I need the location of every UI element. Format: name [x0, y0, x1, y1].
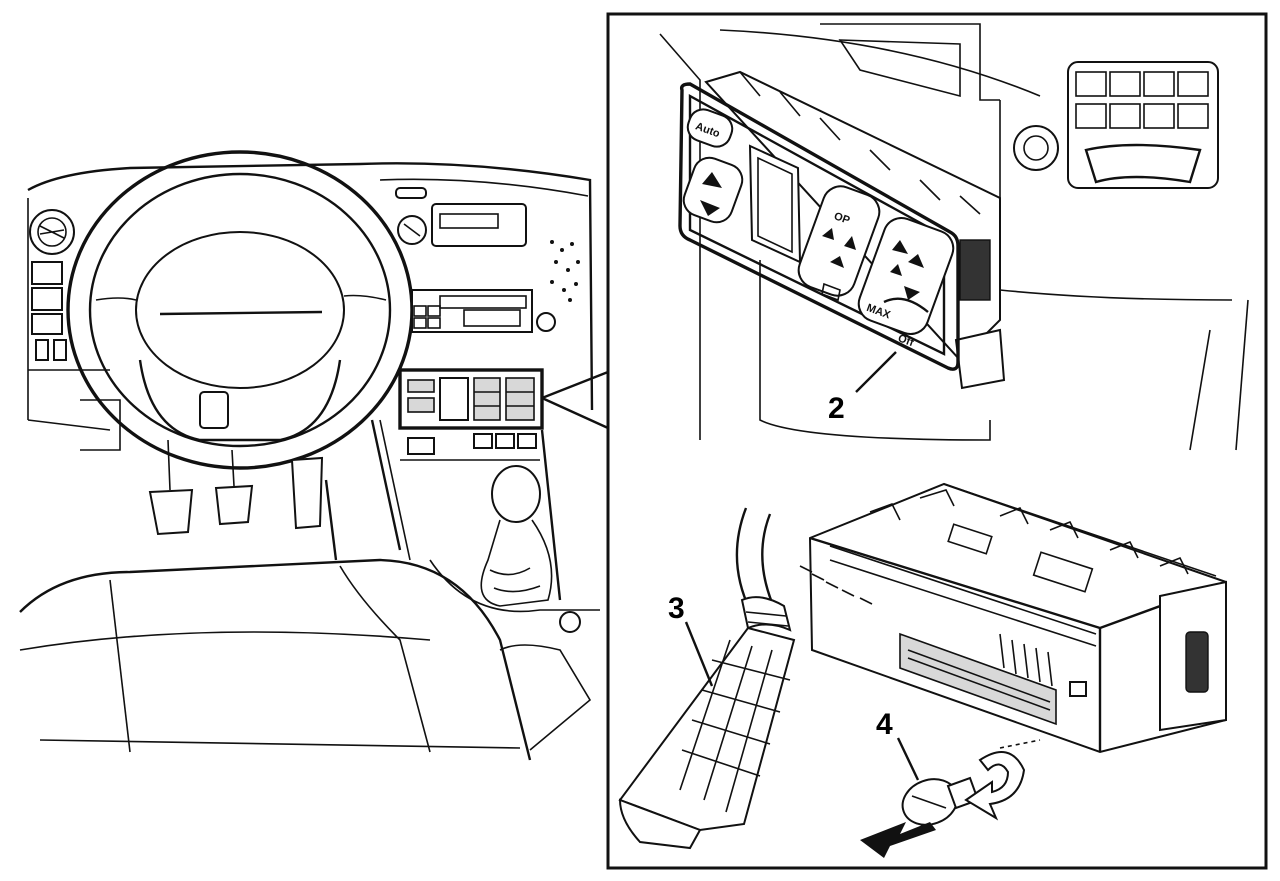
gear-shifter	[429, 465, 600, 751]
left-switch-column	[31, 261, 67, 361]
inset-vent-knob	[1013, 125, 1059, 171]
detail-inset: Auto OP MAX Off 2	[606, 12, 1268, 870]
inset-vent-grid	[1067, 61, 1219, 189]
callout-4-leader	[896, 737, 920, 781]
lower-left-panel	[80, 399, 121, 451]
zoom-indicator-lines	[541, 370, 609, 430]
rotation-arrow-icon	[964, 751, 1026, 821]
wiring-harness	[735, 507, 792, 632]
svg-text:OP: OP	[832, 210, 851, 227]
callout-2: 2	[828, 392, 845, 425]
callout-4: 4	[876, 708, 893, 741]
radio-display	[431, 203, 527, 247]
dashboard-lower-trim	[27, 369, 111, 431]
callout-3: 3	[668, 592, 685, 625]
airbag-hub	[135, 231, 345, 389]
dashboard-outline	[27, 162, 594, 411]
defrost-icon	[883, 297, 929, 313]
inset-dash-left-edge	[659, 33, 701, 440]
console-left-side	[370, 419, 402, 551]
arrow-down-icon	[700, 200, 720, 216]
radio-unit	[411, 289, 533, 333]
fan-button-cluster	[797, 185, 881, 297]
speaker-grille	[550, 240, 580, 302]
control-unit-module	[799, 482, 1227, 754]
airbag-seam	[159, 310, 323, 316]
off-button-label: Off	[896, 332, 915, 349]
climate-panel-small	[398, 368, 544, 430]
center-console-upper	[395, 187, 580, 333]
temperature-rocker	[682, 156, 744, 224]
callout-2-leader	[855, 351, 897, 393]
climate-control-panel: Auto OP MAX Off	[678, 70, 1006, 390]
car-interior-view	[19, 150, 600, 761]
airflow-button-cluster	[857, 217, 955, 335]
retaining-screw	[901, 776, 980, 826]
driver-seat	[19, 558, 532, 761]
dashboard-top-inner	[379, 178, 589, 197]
pedals	[148, 439, 324, 536]
callout-3-leader	[684, 621, 714, 687]
steering-wheel	[66, 150, 414, 470]
arrow-up-icon	[702, 172, 722, 188]
harness-connector	[618, 626, 796, 850]
removal-arrow-icon	[860, 822, 936, 858]
lower-console-buttons	[407, 433, 537, 455]
connector-socket	[899, 632, 1057, 726]
auto-button	[686, 108, 734, 148]
floor-line	[324, 479, 338, 561]
console-right-side	[540, 429, 562, 601]
